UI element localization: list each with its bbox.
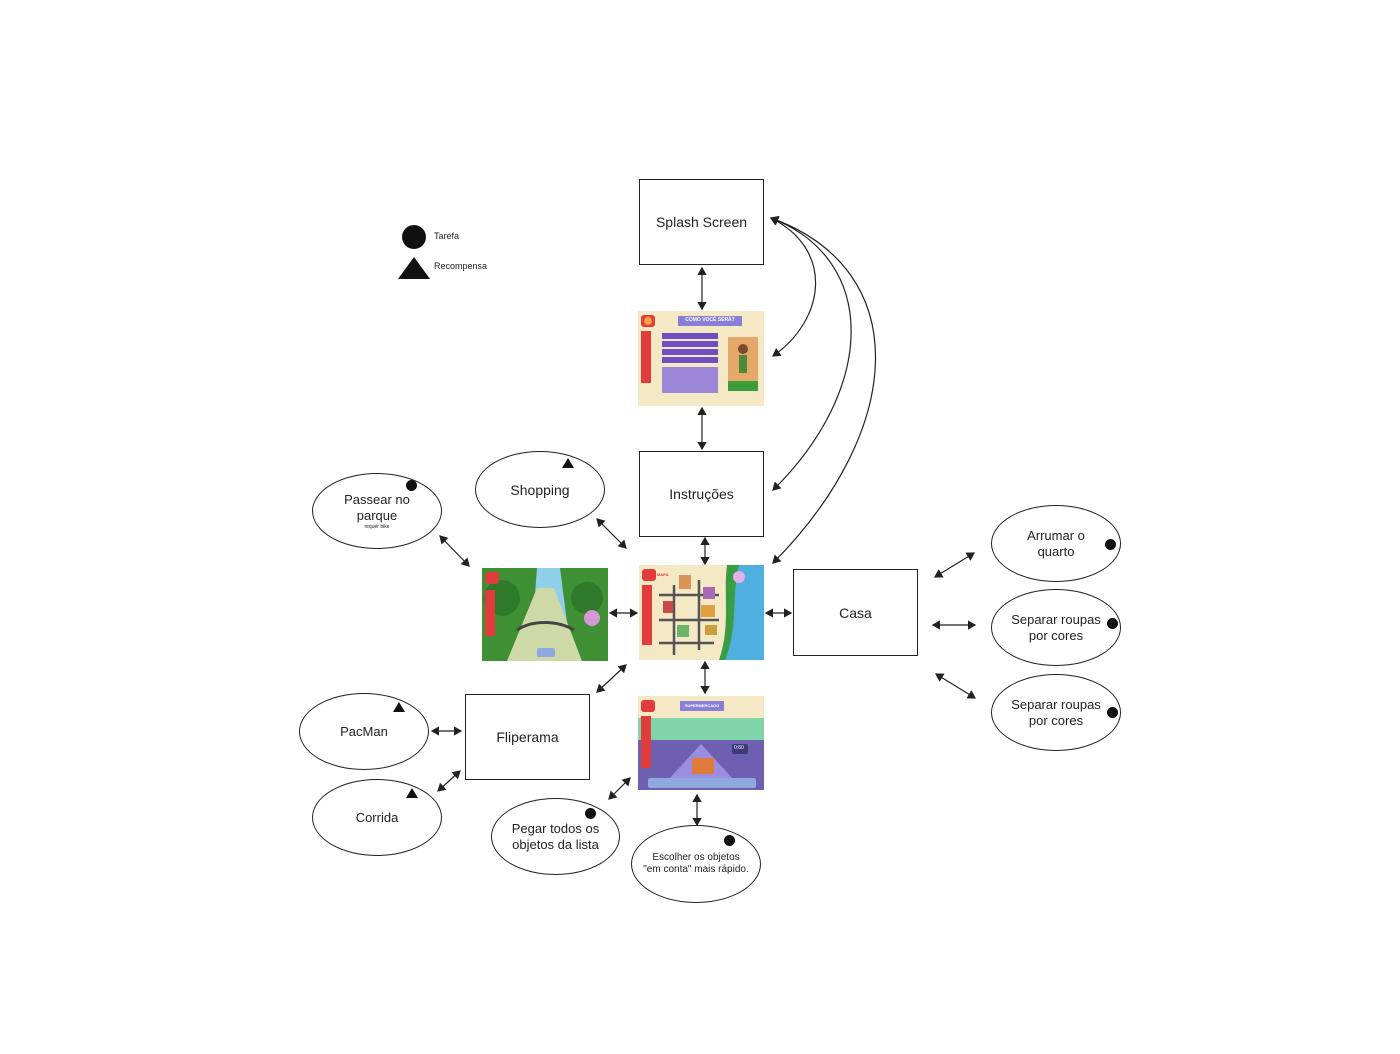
arrow-curve-map: [769, 215, 877, 564]
park-screen-art: [482, 568, 608, 661]
arrow-flip-map: [596, 664, 627, 693]
character-screen-art: [641, 315, 758, 393]
escolher-label-line2: "em conta" mais rápido.: [643, 864, 749, 875]
shopping-label: Shopping: [510, 481, 570, 498]
separar2-label-line2: por cores: [1028, 712, 1084, 728]
map-screen-label: MAPA: [657, 572, 669, 577]
parque-task-icon: [406, 480, 417, 491]
escolher-task-icon: [724, 835, 735, 846]
node-escolher-objetos[interactable]: Escolher os objetos "em conta" mais rápi…: [631, 825, 761, 903]
node-arrumar-quarto[interactable]: Arrumar o quarto: [991, 505, 1121, 582]
screen-supermarket[interactable]: SUPERMERCADO 0:60: [638, 696, 764, 790]
arrumar-label-line2: quarto: [1037, 543, 1075, 559]
node-corrida[interactable]: Corrida: [312, 779, 442, 856]
supermarket-screen-title: SUPERMERCADO: [684, 703, 720, 708]
node-fliperama[interactable]: Fliperama: [465, 694, 590, 780]
node-passear-parque[interactable]: Passear no parque requer bike: [312, 473, 442, 549]
node-instrucoes[interactable]: Instruções: [639, 451, 764, 537]
pacman-reward-icon: [393, 702, 405, 712]
arrow-parque-park: [439, 535, 470, 567]
legend-reward-label: Recompensa: [434, 261, 488, 271]
pegar-label-line1: Pegar todos os: [511, 820, 600, 836]
node-casa[interactable]: Casa: [793, 569, 918, 656]
node-casa-label: Casa: [839, 604, 872, 621]
separar1-label-line2: por cores: [1028, 627, 1084, 643]
supermarket-screen-art: [638, 696, 764, 790]
separar1-label-line1: Separar roupas: [1011, 611, 1101, 627]
node-shopping[interactable]: Shopping: [475, 451, 605, 528]
arrow-casa-separar2: [934, 673, 977, 699]
legend-task-label: Tarefa: [434, 231, 460, 241]
parque-note: requer bike: [364, 524, 390, 530]
arrow-shopping-map: [596, 518, 627, 549]
shopping-reward-icon: [562, 458, 574, 468]
pegar-task-icon: [585, 808, 596, 819]
screen-park[interactable]: [482, 568, 608, 661]
arrow-corrida-flip: [437, 770, 461, 792]
parque-label-line1: Passear no: [344, 492, 410, 507]
pegar-label-line2: objetos da lista: [512, 836, 599, 852]
legend-task-icon: [402, 225, 426, 249]
arrumar-task-icon: [1105, 539, 1116, 550]
corrida-label: Corrida: [355, 809, 399, 825]
pacman-label: PacMan: [340, 723, 388, 739]
corrida-reward-icon: [406, 788, 418, 798]
screen-character-creation[interactable]: COMO VOCÊ SERÁ?: [638, 311, 764, 406]
separar2-task-icon: [1107, 707, 1118, 718]
node-instrucoes-label: Instruções: [669, 486, 734, 502]
arrumar-label-line1: Arrumar o: [1027, 527, 1085, 543]
node-separar-roupas-2[interactable]: Separar roupas por cores: [991, 674, 1121, 751]
character-screen-title: COMO VOCÊ SERÁ?: [685, 317, 735, 323]
legend-reward-icon: [398, 257, 430, 279]
arrow-curve-char: [769, 216, 817, 357]
node-pegar-objetos[interactable]: Pegar todos os objetos da lista: [491, 798, 620, 875]
node-splash-label: Splash Screen: [655, 214, 748, 230]
separar1-task-icon: [1107, 618, 1118, 629]
separar2-label-line1: Separar roupas: [1011, 696, 1101, 712]
node-pacman[interactable]: PacMan: [299, 693, 429, 770]
node-splash-screen[interactable]: Splash Screen: [639, 179, 764, 265]
arrow-casa-arrumar: [933, 552, 976, 578]
screen-map[interactable]: MAPA: [639, 565, 764, 660]
supermarket-timer: 0:60: [734, 745, 744, 751]
map-screen-art: [642, 565, 764, 660]
escolher-label-line1: Escolher os objetos: [652, 852, 740, 863]
parque-label-line2: parque: [356, 508, 398, 523]
node-fliperama-label: Fliperama: [496, 729, 559, 745]
arrow-pegar-market: [608, 777, 631, 800]
arrow-curve-instr: [769, 216, 852, 491]
node-separar-roupas-1[interactable]: Separar roupas por cores: [991, 589, 1121, 666]
